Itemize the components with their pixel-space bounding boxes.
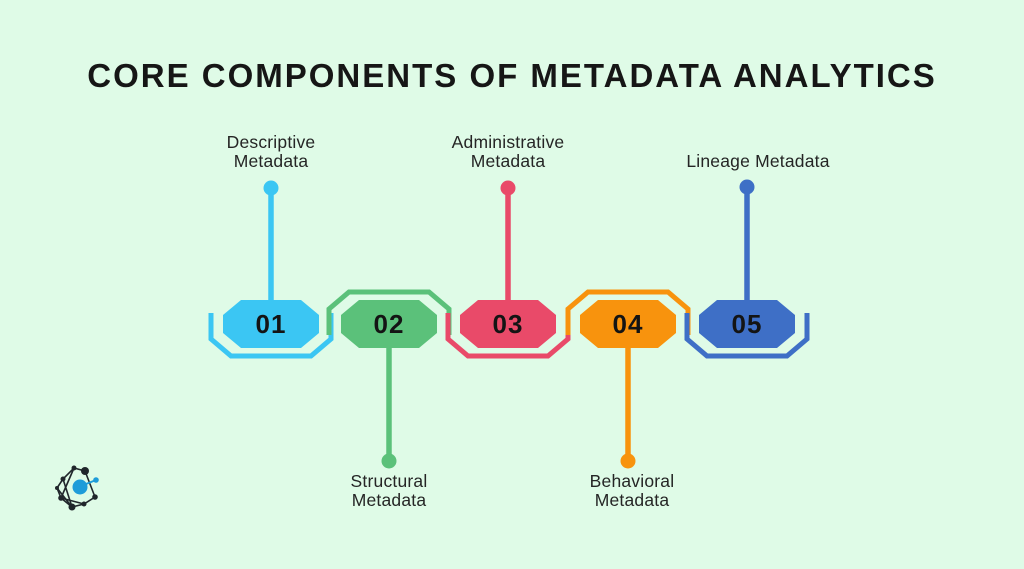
logo-nodes [55, 465, 98, 511]
component-03: 03 [445, 180, 571, 359]
label-descriptive-metadata: Descriptive Metadata [226, 132, 316, 171]
hexagon-outline [684, 313, 810, 359]
network-logo-icon [55, 465, 99, 511]
hexagon-fill [223, 300, 319, 348]
hexagon-fill [699, 300, 795, 348]
hexagon-number: 01 [256, 309, 287, 339]
hexagon-number: 05 [732, 309, 763, 339]
hexagon-number: 03 [493, 309, 524, 339]
hexagon-fill [341, 300, 437, 348]
connector-dot [381, 453, 397, 469]
hexagon-number: 04 [613, 309, 644, 339]
component-05: 05 [684, 179, 810, 359]
page-title: CORE COMPONENTS OF METADATA ANALYTICS [87, 57, 937, 94]
connector-dot [620, 453, 636, 469]
hexagon-fill [460, 300, 556, 348]
label-lineage-metadata: Lineage Metadata [686, 151, 830, 171]
hexagon-fill [580, 300, 676, 348]
component-04: 04 [565, 289, 691, 469]
label-administrative-metadata: Administrative Metadata [451, 132, 565, 171]
logo-blue-nodes [72, 477, 99, 495]
hexagon-number: 02 [374, 309, 405, 339]
label-behavioral-metadata: Behavioral Metadata [589, 471, 675, 510]
label-structural-metadata: Structural Metadata [350, 471, 428, 510]
